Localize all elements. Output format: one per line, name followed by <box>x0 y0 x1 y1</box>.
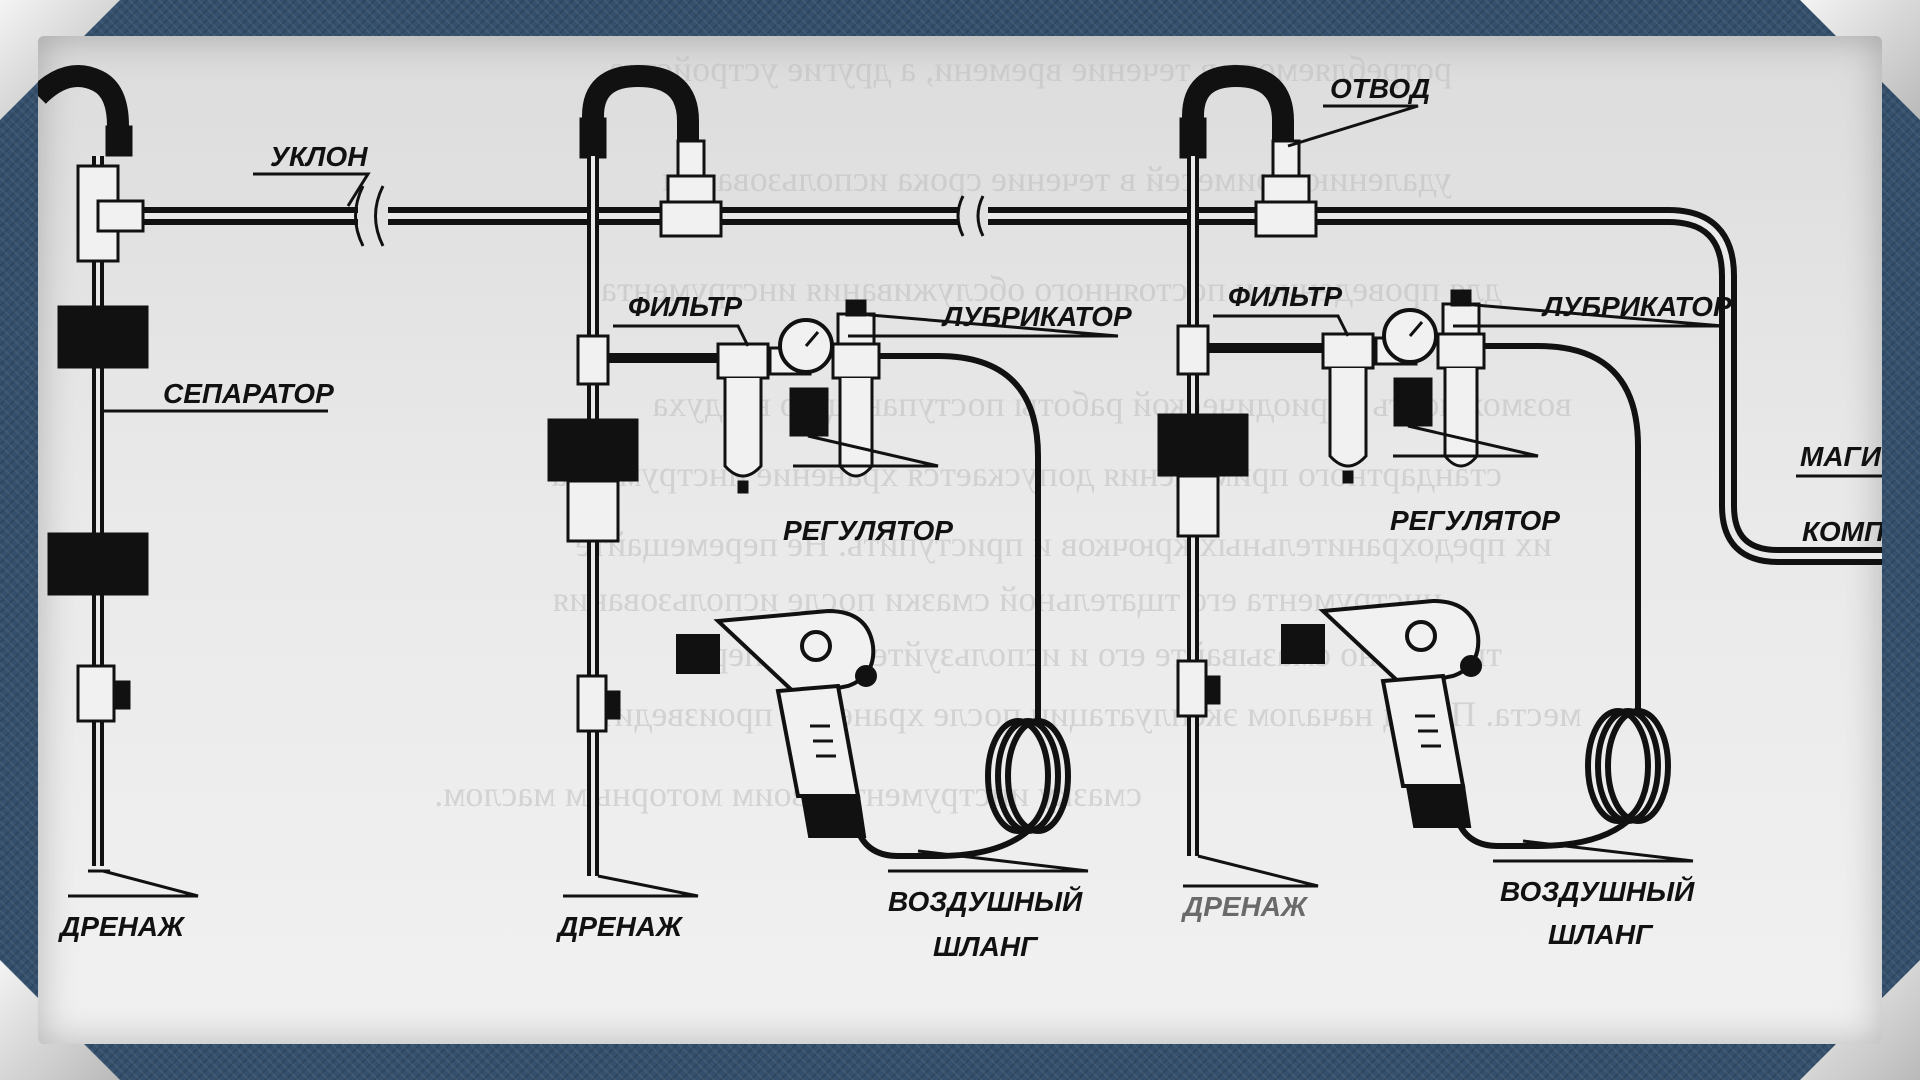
station-2-separator <box>1157 413 1249 477</box>
label-air-hose-2-line1: ВОЗДУШНЫЙ <box>1500 875 1695 907</box>
label-air-hose-1-line2: ШЛАНГ <box>933 931 1039 962</box>
label-regulator-1: РЕГУЛЯТОР <box>783 515 953 546</box>
label-filter-2: ФИЛЬТР <box>1228 281 1342 312</box>
label-lubricator-1: ЛУБРИКАТОР <box>941 301 1132 332</box>
impact-wrench-icon <box>676 608 877 838</box>
separator-body-upper <box>57 305 149 369</box>
separator-body-lower <box>47 532 149 596</box>
station-1 <box>547 64 1071 876</box>
label-air-hose-2-line2: ШЛАНГ <box>1548 919 1654 950</box>
bleed-line-0: ротребляемого в течение времени, а други… <box>609 49 1452 89</box>
bleed-line-5: их предохранительных крючков и приступит… <box>575 524 1552 564</box>
label-slope: УКЛОН <box>270 141 368 172</box>
paper-sheet: ротребляемого в течение времени, а други… <box>38 36 1882 1044</box>
label-drain-1: ДРЕНАЖ <box>58 911 186 942</box>
air-line-diagram: ротребляемого в течение времени, а други… <box>38 49 1882 962</box>
label-drain-3: ДРЕНАЖ <box>1181 891 1309 922</box>
label-regulator-2: РЕГУЛЯТОР <box>1390 505 1560 536</box>
bleed-line-1: удалению примесей в течение срока исполь… <box>662 159 1452 199</box>
bleed-line-9: смазку инструмента своим моторным маслом… <box>434 774 1142 814</box>
label-air-hose-1-line1: ВОЗДУШНЫЙ <box>888 885 1083 917</box>
side-leaders <box>1796 474 1882 553</box>
station-2 <box>1157 64 1671 856</box>
labels: УКЛОН ОТВОД СЕПАРАТОР ФИЛЬТР ФИЛЬТР ЛУБР… <box>58 73 1882 962</box>
impact-wrench-icon <box>1281 598 1482 828</box>
main-air-line <box>128 185 1882 565</box>
label-separator: СЕПАРАТОР <box>163 378 334 409</box>
label-filter-1: ФИЛЬТР <box>628 291 742 322</box>
station-1-separator <box>547 418 639 482</box>
drop-separator <box>38 65 149 873</box>
label-lubricator-2: ЛУБРИКАТОР <box>1541 291 1732 322</box>
label-drain-2: ДРЕНАЖ <box>556 911 684 942</box>
label-main-cut: МАГИС <box>1800 441 1882 472</box>
bleed-line-6: инструмента его тщательной смазки после … <box>553 579 1442 619</box>
label-compressor-cut: КОМП <box>1802 516 1882 547</box>
label-leaders <box>68 104 1724 898</box>
bleed-line-2: для проведения и постоянного обслуживани… <box>601 269 1502 309</box>
label-branch: ОТВОД <box>1330 73 1430 104</box>
